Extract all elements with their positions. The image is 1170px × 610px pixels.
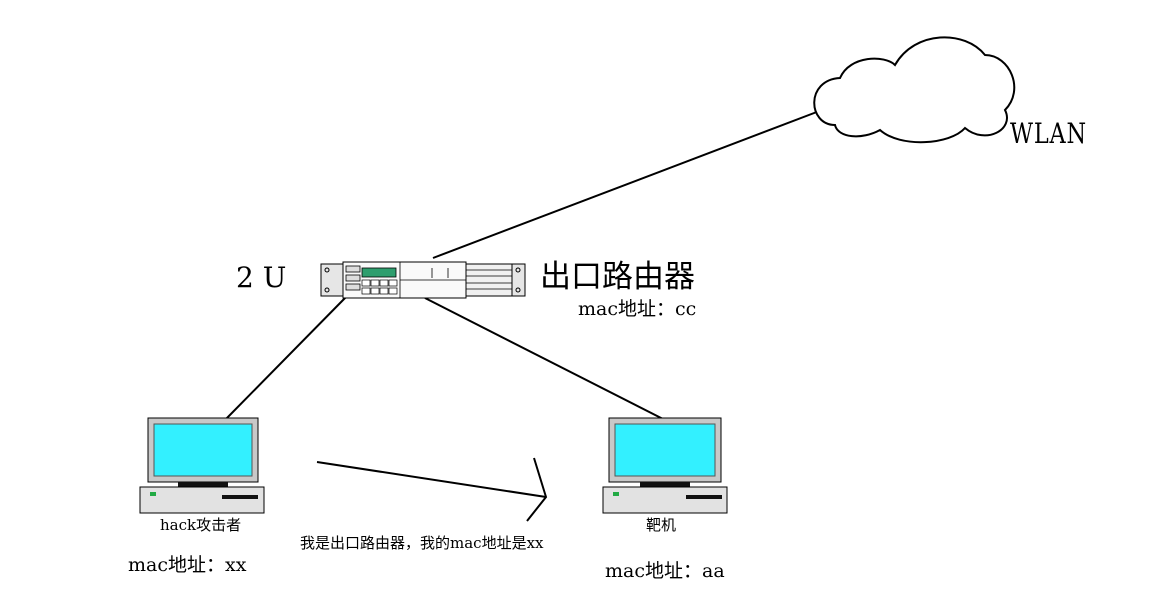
attacker-name: hack攻击者 [160,516,242,534]
cloud-icon [813,36,1016,144]
victim-computer-icon [602,417,728,514]
link-router-wlan [432,109,823,259]
router-size-label: 2 U [236,261,287,294]
link-router-victim [424,297,666,421]
router-icon [320,261,526,299]
victim-name: 靶机 [646,516,677,534]
spoof-arrow [316,457,548,522]
attacker-computer-icon [139,417,265,514]
wlan-label: WLAN [1010,117,1087,150]
router-name: 出口路由器 [540,259,695,295]
attacker-mac: mac地址：xx [128,554,247,576]
victim-mac: mac地址：aa [605,560,725,582]
link-router-attacker [224,295,348,421]
spoof-message: 我是出口路由器，我的mac地址是xx [300,534,544,552]
router-mac: mac地址：cc [578,298,697,320]
